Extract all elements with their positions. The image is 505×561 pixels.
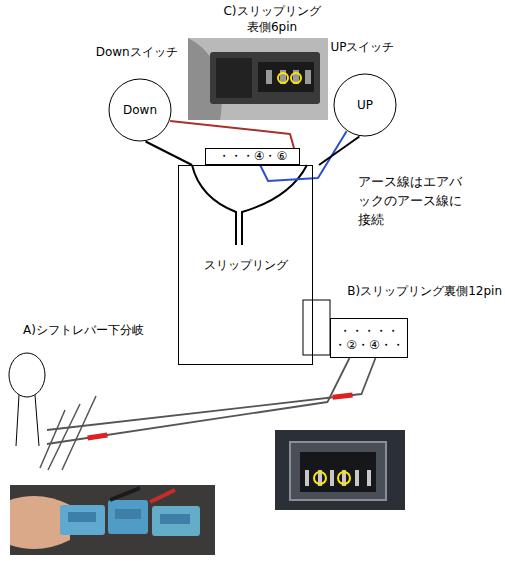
connector-photo	[108, 500, 148, 534]
signal-wire	[170, 121, 294, 148]
tape-mark	[333, 395, 353, 397]
switch-name: UP	[333, 98, 397, 112]
note-text: アース線はエアバックのアース線に接続	[358, 173, 470, 230]
connector-photo	[330, 470, 334, 486]
pin-row: ・②・④・・	[330, 338, 408, 352]
harness-wire	[242, 165, 307, 245]
connector-photo	[278, 73, 288, 83]
signal-wire	[170, 121, 294, 148]
slip-ring-box: スリップリング	[178, 165, 313, 365]
switch-circle: DownスイッチDown	[108, 78, 172, 142]
connector-12pin-outline	[331, 319, 408, 358]
connector-photo	[115, 509, 141, 519]
connector-photo	[60, 505, 105, 535]
photo-caption: B)スリップリング裏側12pin	[347, 284, 502, 300]
shift-lever-branch-outline	[35, 395, 39, 446]
side-connector-tab	[303, 300, 330, 355]
connector-photo	[258, 62, 314, 92]
connector-photo	[300, 452, 376, 492]
slip-ring-box-outline	[179, 166, 313, 365]
shift-lever-branch-outline	[7, 352, 47, 448]
connector-photo	[367, 470, 371, 486]
connector-photo	[290, 442, 386, 500]
connector-6pin-outline	[206, 149, 300, 165]
harness-wire	[146, 142, 192, 166]
connector-photo	[68, 512, 96, 522]
connector-photo	[338, 472, 350, 484]
harness-wire	[192, 165, 236, 245]
connector-photo	[314, 472, 326, 484]
branch-wire	[40, 410, 65, 468]
branch-wire	[40, 396, 96, 470]
part-name: スリップリング	[178, 258, 313, 272]
switch-circle-outline	[334, 74, 396, 136]
connector-photo	[152, 506, 200, 536]
branch-wire	[47, 358, 376, 430]
connector-photo	[10, 485, 215, 555]
harness-wire	[319, 137, 359, 166]
harness-wire	[146, 142, 192, 166]
tape-mark	[88, 435, 108, 438]
connector-photo	[110, 488, 140, 500]
connector-12pin: ・・・・・・②・④・・	[330, 318, 408, 358]
pin-row: ・・・④・⑥	[205, 149, 300, 163]
connector-photo	[216, 58, 252, 98]
connector-photo	[305, 470, 309, 486]
connector-6pin: ・・・④・⑥	[205, 148, 300, 165]
switch-heading: UPスイッチ	[330, 39, 394, 56]
connector-photo	[305, 70, 311, 84]
harness-wire	[192, 165, 307, 245]
branch-wire	[47, 358, 376, 430]
pin-row: ・・・・・	[330, 324, 408, 338]
branch-heading: A)シフトレバー下分岐	[23, 322, 144, 339]
switch-circle: UPスイッチUP	[333, 73, 397, 137]
connector-photo	[150, 490, 175, 502]
connector-photo	[160, 514, 190, 524]
connector-photo	[188, 38, 328, 120]
switch-heading: Downスイッチ	[96, 44, 178, 61]
connector-photo	[355, 470, 359, 486]
switch-name: Down	[108, 103, 172, 117]
photo-caption: C)スリップリング 表側6pin	[218, 4, 326, 35]
harness-wire	[319, 137, 359, 166]
connector-photo	[188, 38, 328, 120]
connector-photo	[10, 485, 215, 555]
shift-lever-branch-outline	[16, 395, 19, 446]
connector-photo	[266, 70, 272, 84]
shift-lever-branch: A)シフトレバー下分岐	[7, 352, 47, 448]
connector-photo	[275, 430, 405, 510]
connector-photo	[210, 52, 320, 104]
connector-photo	[291, 73, 301, 83]
connector-photo	[275, 430, 405, 510]
shift-lever-branch-outline	[9, 353, 45, 397]
switch-circle-outline	[109, 79, 171, 141]
